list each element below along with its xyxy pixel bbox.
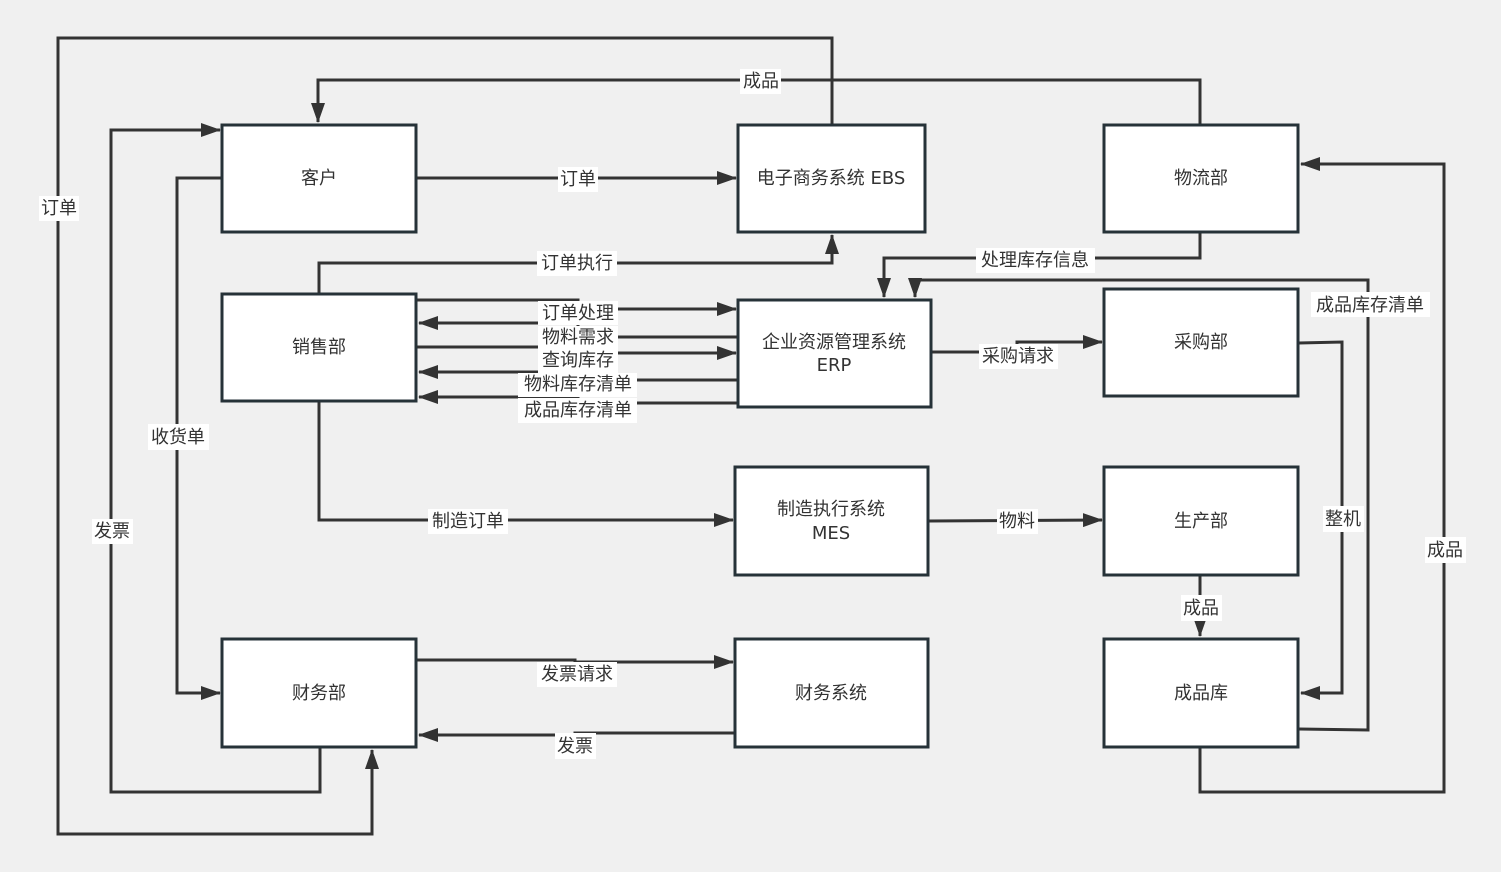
- svg-text:成品: 成品: [743, 71, 779, 92]
- node-mes[interactable]: 制造执行系统 MES: [733, 465, 930, 577]
- label-receipt: 收货单: [148, 424, 209, 450]
- node-finance-system-label: 财务系统: [795, 683, 867, 704]
- svg-text:发票请求: 发票请求: [541, 664, 613, 685]
- svg-text:整机: 整机: [1325, 509, 1361, 530]
- node-logistics-label: 物流部: [1174, 168, 1228, 189]
- svg-text:订单: 订单: [41, 198, 77, 219]
- svg-text:物料: 物料: [999, 511, 1035, 532]
- label-query-inventory: 查询库存: [538, 349, 618, 373]
- svg-text:发票: 发票: [557, 736, 593, 757]
- label-finished-goods-top: 成品: [740, 69, 781, 94]
- node-production-label: 生产部: [1174, 511, 1228, 532]
- node-production[interactable]: 生产部: [1102, 465, 1300, 577]
- label-material-inventory-list: 物料库存清单: [518, 373, 637, 397]
- label-invoice-request: 发票请求: [537, 662, 617, 687]
- node-erp-label-line1: 企业资源管理系统: [762, 332, 906, 353]
- edge-finished-goods-right[interactable]: [1198, 157, 1446, 794]
- label-finished-goods-right: 成品: [1425, 537, 1466, 563]
- node-sales[interactable]: 销售部: [220, 292, 418, 403]
- label-purchase-request: 采购请求: [979, 344, 1058, 369]
- edge-manufacturing-order[interactable]: [317, 402, 734, 527]
- svg-text:成品库存清单: 成品库存清单: [524, 400, 632, 421]
- svg-text:制造订单: 制造订单: [432, 511, 504, 532]
- label-material-demand: 物料需求: [538, 326, 618, 350]
- label-order-outer: 订单: [39, 196, 79, 221]
- node-warehouse-label: 成品库: [1174, 683, 1228, 704]
- node-sales-label: 销售部: [292, 337, 346, 358]
- svg-text:订单: 订单: [560, 169, 596, 190]
- svg-text:成品: 成品: [1427, 540, 1463, 561]
- svg-text:查询库存: 查询库存: [542, 350, 614, 371]
- edge-invoice-request[interactable]: [417, 655, 734, 669]
- label-order-execution: 订单执行: [537, 251, 617, 276]
- svg-text:物料需求: 物料需求: [542, 327, 614, 348]
- svg-text:订单执行: 订单执行: [541, 253, 613, 274]
- node-ebs[interactable]: 电子商务系统 EBS: [736, 123, 927, 234]
- label-complete-machine: 整机: [1323, 506, 1364, 532]
- label-manufacturing-order: 制造订单: [428, 509, 508, 534]
- label-order: 订单: [558, 167, 598, 192]
- label-invoice-bottom: 发票: [555, 733, 596, 759]
- node-ebs-label: 电子商务系统 EBS: [757, 168, 906, 189]
- svg-text:采购请求: 采购请求: [982, 346, 1054, 367]
- node-customer[interactable]: 客户: [220, 123, 418, 234]
- svg-text:成品: 成品: [1183, 598, 1219, 619]
- label-inventory-info: 处理库存信息: [976, 248, 1095, 273]
- node-mes-label-line1: 制造执行系统: [777, 499, 885, 520]
- label-material: 物料: [997, 509, 1038, 534]
- svg-text:收货单: 收货单: [151, 427, 205, 448]
- node-purchasing[interactable]: 采购部: [1102, 287, 1300, 398]
- label-product-inventory-list-right: 成品库存清单: [1311, 292, 1430, 317]
- label-product-inventory-list-left: 成品库存清单: [518, 398, 637, 423]
- node-warehouse[interactable]: 成品库: [1102, 637, 1300, 749]
- node-erp[interactable]: 企业资源管理系统 ERP: [736, 298, 933, 409]
- edge-order-outer[interactable]: [56, 36, 834, 836]
- node-mes-label-line2: MES: [812, 523, 850, 544]
- label-invoice-left: 发票: [92, 519, 133, 544]
- svg-text:发票: 发票: [94, 521, 130, 542]
- node-customer-label: 客户: [301, 168, 337, 189]
- node-finance-label: 财务部: [292, 683, 346, 704]
- svg-text:成品库存清单: 成品库存清单: [1316, 295, 1424, 316]
- node-purchasing-label: 采购部: [1174, 332, 1228, 353]
- svg-text:处理库存信息: 处理库存信息: [981, 250, 1089, 271]
- label-order-processing: 订单处理: [538, 301, 618, 325]
- node-erp-label-line2: ERP: [817, 355, 852, 376]
- svg-text:物料库存清单: 物料库存清单: [524, 374, 632, 395]
- label-finished-goods-down: 成品: [1181, 595, 1222, 621]
- node-logistics[interactable]: 物流部: [1102, 123, 1300, 234]
- node-finance[interactable]: 财务部: [220, 637, 418, 749]
- svg-text:订单处理: 订单处理: [542, 303, 614, 324]
- edge-product-inventory-list-right[interactable]: [908, 278, 1370, 732]
- node-finance-system[interactable]: 财务系统: [733, 637, 930, 749]
- edge-invoice-left[interactable]: [109, 123, 322, 794]
